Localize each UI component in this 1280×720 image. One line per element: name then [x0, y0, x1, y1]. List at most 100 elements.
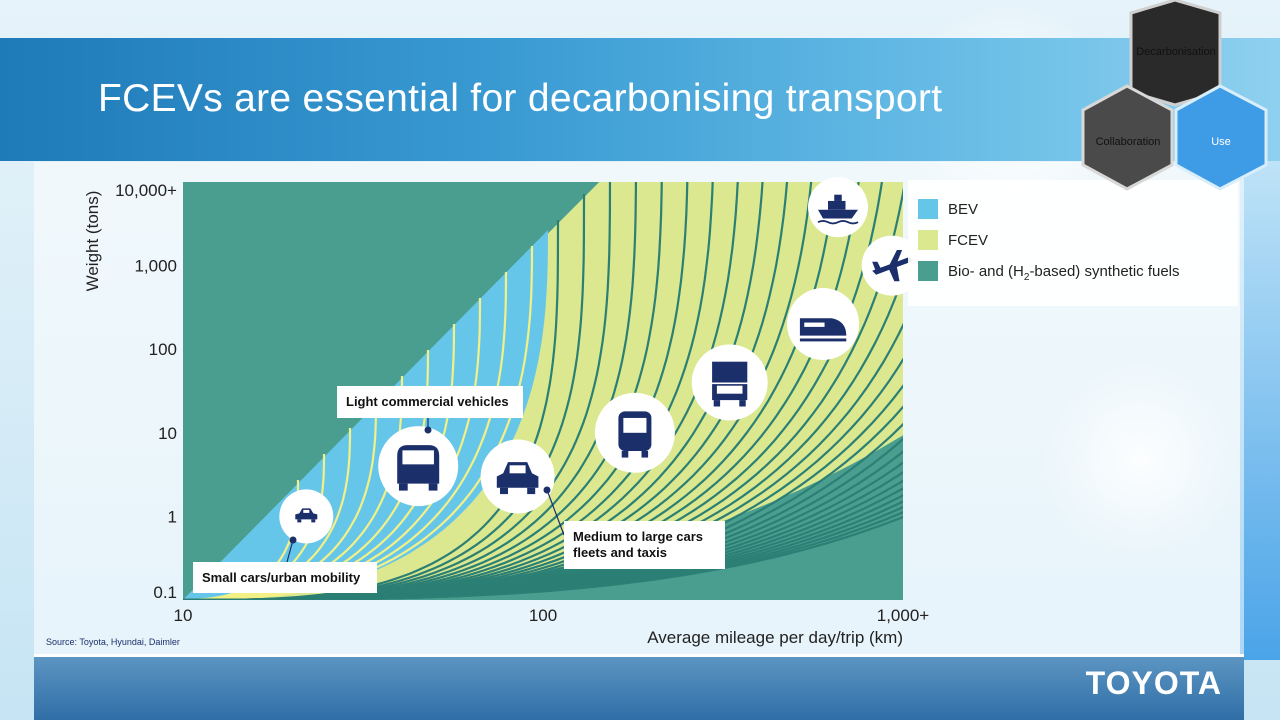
y-tick-label: 10,000+ — [115, 181, 177, 200]
callout-leader — [286, 539, 294, 563]
nav-label-collaboration: Collaboration — [1096, 136, 1161, 148]
x-tick-label: 1,000+ — [877, 606, 930, 625]
x-axis-label: Average mileage per day/trip (km) — [647, 628, 903, 647]
bus-wheel — [621, 450, 629, 458]
callout-label: fleets and taxis — [573, 545, 667, 560]
toyota-logo: TOYOTA — [1085, 665, 1222, 701]
truck-wheel — [713, 400, 721, 407]
car-window — [303, 509, 310, 513]
legend-label-synthetic-prefix: Bio- and (H — [948, 262, 1024, 280]
contour-line — [183, 479, 903, 600]
legend: BEV FCEV Bio- and (H2-based) synthetic f… — [908, 180, 1238, 306]
contour-line — [183, 273, 903, 600]
nav-hex-decarbonisation[interactable]: Decarbonisation — [1129, 0, 1222, 107]
contour-line — [183, 515, 903, 600]
plane-tail — [872, 261, 882, 273]
contour-line — [183, 494, 903, 600]
y-tick-label: 1 — [168, 507, 177, 526]
small-car-icon — [295, 508, 318, 523]
callout-box — [193, 562, 377, 593]
ship-wave — [817, 220, 859, 225]
y-tick-label: 0.1 — [153, 583, 177, 602]
callout-box — [564, 521, 725, 569]
van-wheel — [398, 483, 408, 491]
sedan-window — [509, 465, 526, 474]
ship-funnel — [834, 194, 842, 201]
source-note: Source: Toyota, Hyundai, Daimler — [46, 637, 180, 647]
legend-item-fcev: FCEV — [918, 229, 988, 251]
footer-band — [34, 657, 1244, 720]
train-window — [804, 322, 825, 327]
y-axis-label: Weight (tons) — [83, 191, 102, 292]
contour-line — [183, 505, 903, 600]
nav-label-decarbonisation: Decarbonisation — [1136, 46, 1216, 58]
legend-swatch-synthetic-fuels — [918, 261, 938, 281]
car-body — [295, 508, 318, 520]
plane-icon — [872, 250, 912, 282]
application-icons — [279, 177, 922, 544]
x-tick-label: 100 — [529, 606, 557, 625]
y-tick-label: 100 — [149, 340, 177, 359]
application-marker — [378, 426, 459, 507]
bus-wheel — [641, 450, 649, 458]
application-marker — [861, 235, 922, 296]
callout-label: Light commercial vehicles — [346, 394, 509, 409]
contour-line — [183, 461, 903, 600]
application-marker — [594, 392, 675, 473]
ship-icon — [817, 194, 859, 225]
contour-line — [183, 182, 714, 600]
bus-icon — [618, 411, 652, 458]
contour-line — [183, 511, 903, 600]
nav-label-use: Use — [1211, 136, 1231, 148]
x-tick-label: 10 — [174, 606, 193, 625]
slide-title: FCEVs are essential for decarbonising tr… — [98, 77, 943, 120]
bus-window — [623, 417, 647, 433]
van-icon — [397, 445, 440, 491]
van-windscreen — [402, 450, 434, 465]
nav-hex-collaboration[interactable]: Collaboration — [1081, 84, 1174, 191]
plane-fuselage — [872, 257, 912, 275]
legend-item-synthetic-fuels: Bio- and (H2-based) synthetic fuels — [918, 260, 1180, 283]
truck-window — [716, 385, 743, 394]
y-tick-label: 1,000 — [134, 257, 177, 276]
contour-line — [183, 422, 903, 600]
sedan-icon — [496, 462, 539, 495]
title-band — [0, 38, 1280, 161]
sedan-body — [496, 462, 539, 488]
train-icon — [799, 318, 847, 342]
legend-swatch-fcev — [918, 230, 938, 250]
callout-dot — [289, 536, 297, 544]
footer-divider — [34, 654, 1244, 657]
truck-wheel — [739, 400, 746, 407]
truck-icon — [712, 361, 748, 407]
contour-line — [183, 182, 663, 600]
callout-dot — [543, 486, 551, 494]
nav-hex-use[interactable]: Use — [1174, 84, 1268, 191]
ship-hull — [818, 209, 858, 219]
legend-label-bev: BEV — [948, 200, 979, 218]
legend-label-synthetic-fuels: Bio- and (H2-based) synthetic fuels — [948, 262, 1180, 283]
car-wheel — [311, 519, 316, 523]
van-wheel — [428, 483, 438, 491]
plane-wing — [889, 266, 900, 282]
legend-label-fcev: FCEV — [948, 231, 989, 249]
callout-dot — [424, 426, 432, 434]
car-wheel — [297, 519, 302, 523]
contour-line — [183, 322, 903, 600]
sedan-wheel — [499, 487, 508, 495]
contour-lines — [183, 182, 903, 600]
legend-label-synthetic-subscript: 2 — [1023, 271, 1030, 283]
truck-box — [712, 361, 748, 383]
callout-label: Medium to large cars — [573, 529, 703, 544]
ship-deck — [828, 200, 846, 210]
contour-line — [183, 182, 883, 600]
application-marker — [480, 439, 555, 514]
sedan-wheel — [527, 487, 536, 495]
contour-line — [183, 182, 789, 600]
y-tick-label: 10 — [158, 424, 177, 443]
train-rail — [799, 338, 847, 342]
callout-box — [337, 386, 523, 418]
